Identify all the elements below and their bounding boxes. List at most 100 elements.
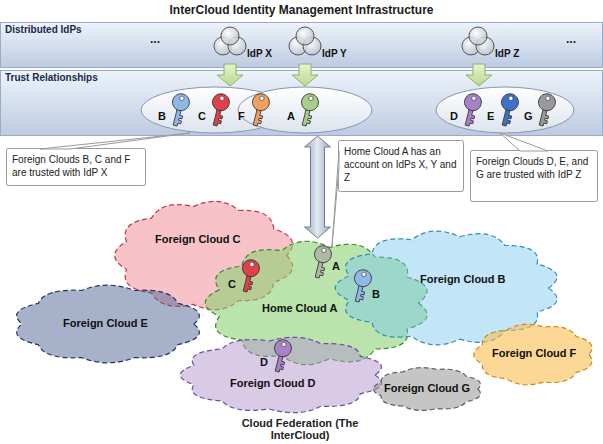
- ell-outline: [237, 86, 373, 134]
- key-icon: [248, 92, 270, 128]
- circle-shape: [313, 244, 334, 265]
- circle-shape: [219, 96, 224, 101]
- trust-ellipse: DEG: [435, 86, 575, 134]
- path-shape: [17, 285, 200, 363]
- path-shape: [302, 109, 313, 127]
- idp-label: IdP X: [247, 48, 272, 59]
- circle-shape: [500, 92, 521, 113]
- key-icon: [497, 92, 519, 128]
- g-shape: [167, 92, 191, 128]
- g-shape: [296, 92, 320, 128]
- cloud-region: Foreign Cloud B: [330, 228, 565, 348]
- cloud-label: Foreign Cloud D: [230, 377, 316, 389]
- cloud-label: Foreign Cloud F: [492, 347, 576, 359]
- callout-box: Foreign Clouds D, E, and G are trusted w…: [470, 150, 598, 202]
- path-shape: [243, 275, 254, 293]
- path-shape: [502, 109, 513, 127]
- callout-text: Home Cloud A has an account on IdPs X, Y…: [344, 145, 458, 184]
- key-letter: E: [487, 110, 494, 122]
- g-shape: [459, 92, 483, 128]
- cloud-region: Foreign Cloud G: [370, 366, 486, 412]
- double-arrow: [305, 136, 331, 238]
- g-shape: [533, 92, 557, 128]
- cloud-outline: [330, 228, 565, 348]
- ellipse-shape: [436, 87, 574, 133]
- circle-shape: [281, 342, 286, 347]
- cloud-label: Foreign Cloud E: [63, 317, 148, 329]
- ellipsis-label: ...: [566, 32, 576, 46]
- key-icon: [310, 244, 332, 280]
- trust-ellipse: BCF: [140, 86, 290, 134]
- circle-shape: [463, 92, 484, 113]
- band-title: Trust Relationships: [5, 72, 98, 83]
- circle-shape: [545, 96, 550, 101]
- key-icon: [270, 338, 292, 374]
- band-outline: [0, 22, 603, 68]
- callout-box: Foreign Clouds B, C and F are trusted wi…: [6, 148, 146, 186]
- key-letter: D: [450, 110, 458, 122]
- cloud-label: Foreign Cloud C: [155, 233, 241, 245]
- callout-tail: [332, 151, 339, 246]
- cloud-region: Foreign Cloud D: [175, 335, 390, 415]
- cloud-region: CABHome Cloud AD: [200, 238, 435, 368]
- path-shape: [213, 109, 224, 127]
- key-icon: [350, 268, 372, 304]
- key-icon: [168, 92, 190, 128]
- idp-node: IdP Z: [433, 24, 523, 64]
- rect-shape: [339, 141, 464, 192]
- callout-box: Home Cloud A has an account on IdPs X, Y…: [338, 140, 464, 192]
- path-shape: [539, 109, 550, 127]
- circle-shape: [469, 27, 487, 45]
- caption: Cloud Federation (The InterCloud): [240, 417, 360, 441]
- path-shape: [180, 337, 381, 412]
- callout-text: Foreign Clouds B, C and F are trusted wi…: [12, 153, 140, 179]
- key-icon: [534, 92, 556, 128]
- key-letter: B: [158, 110, 166, 122]
- ellipse-shape: [238, 87, 372, 133]
- cloud-region: Foreign Cloud F: [470, 322, 598, 387]
- callout-tail: [40, 133, 190, 149]
- idp-node: IdP X: [185, 24, 275, 64]
- circle-shape: [471, 96, 476, 101]
- circle-shape: [249, 262, 254, 267]
- trust-ellipse: A: [237, 86, 373, 134]
- cloud-region: Foreign Cloud C: [110, 198, 300, 313]
- callout-tail: [500, 133, 548, 151]
- path-shape: [173, 109, 184, 127]
- g-shape: [496, 92, 520, 128]
- idp-label: IdP Z: [495, 48, 519, 59]
- circle-shape: [321, 248, 326, 253]
- cloud-label: Foreign Cloud B: [420, 273, 506, 285]
- key-letter: B: [372, 288, 380, 300]
- key-letter: C: [228, 278, 236, 290]
- path-shape: [373, 368, 480, 411]
- circle-shape: [259, 96, 264, 101]
- path-shape: [465, 109, 476, 127]
- key-icon: [208, 92, 230, 128]
- rect-shape: [7, 149, 146, 186]
- idp-label: IdP Y: [322, 48, 347, 59]
- circle-shape: [241, 258, 262, 279]
- rect-shape: [1, 23, 603, 68]
- circle-shape: [361, 272, 366, 277]
- cloud-label: Home Cloud A: [262, 302, 337, 314]
- key-icon: [297, 92, 319, 128]
- g-shape: [309, 244, 333, 280]
- key-icon: [238, 258, 260, 294]
- idp-node: IdP Y: [260, 24, 350, 64]
- circle-shape: [308, 96, 313, 101]
- band-title: Distributed IdPs: [5, 24, 82, 35]
- circle-shape: [179, 96, 184, 101]
- cloud-region: Foreign Cloud E: [8, 283, 208, 365]
- path-shape: [315, 261, 326, 279]
- cloud-outline: [110, 198, 300, 313]
- key-letter: A: [287, 110, 295, 122]
- g-shape: [237, 258, 261, 294]
- key-letter: C: [198, 110, 206, 122]
- ellipsis-label: ...: [150, 32, 160, 46]
- g-shape: [207, 92, 231, 128]
- path-shape: [474, 324, 592, 385]
- key-letter: G: [524, 110, 533, 122]
- circle-shape: [537, 92, 558, 113]
